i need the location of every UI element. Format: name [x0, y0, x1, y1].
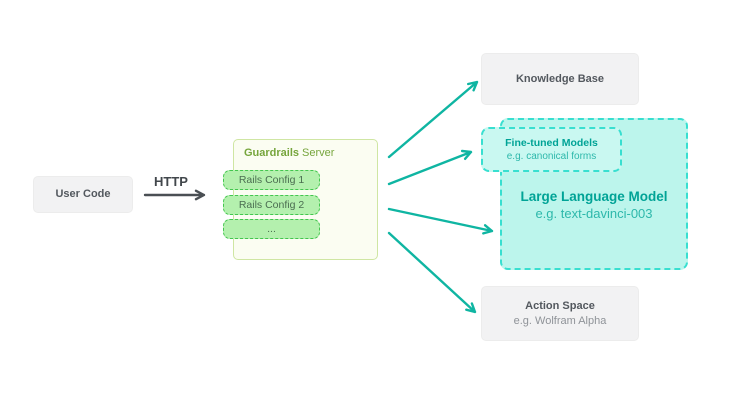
http-protocol-label: HTTP [154, 174, 188, 189]
llm-subtitle: e.g. text-davinci-003 [535, 206, 653, 221]
rails-config-2-node: Rails Config 2 [223, 194, 320, 215]
action-space-title: Action Space [525, 299, 595, 312]
fine-tuned-models-subtitle: e.g. canonical forms [506, 150, 597, 162]
llm-title: Large Language Model [520, 189, 668, 204]
arrow-guardrails-server-to-knowledge-base [387, 80, 479, 159]
action-space-subtitle: e.g. Wolfram Alpha [513, 314, 607, 327]
arrow-guardrails-server-to-fine-tuned-models [387, 149, 473, 186]
arrow-guardrails-server-to-action-space [387, 231, 477, 314]
rails-config-more-node: ... [223, 219, 320, 239]
arrow-user-code-to-guardrails-server [143, 189, 206, 201]
user-code-label: User Code [55, 188, 111, 200]
action-space-node: Action Space e.g. Wolfram Alpha [481, 286, 639, 341]
fine-tuned-models-title: Fine-tuned Models [505, 136, 598, 149]
guardrails-title-bold: Guardrails [244, 147, 300, 159]
user-code-node: User Code [33, 176, 133, 213]
rails-config-1-node: Rails Config 1 [223, 170, 320, 190]
rails-config-stack: Rails Config 1 Rails Config 2 ... [223, 170, 320, 244]
guardrails-title-rest: Server [302, 147, 335, 159]
fine-tuned-models-node: Fine-tuned Models e.g. canonical forms [481, 127, 622, 172]
llm-text: Large Language Model e.g. text-davinci-0… [502, 188, 686, 222]
knowledge-base-label: Knowledge Base [515, 72, 605, 85]
arrow-guardrails-server-to-large-language-model [387, 207, 494, 235]
knowledge-base-node: Knowledge Base [481, 53, 639, 105]
